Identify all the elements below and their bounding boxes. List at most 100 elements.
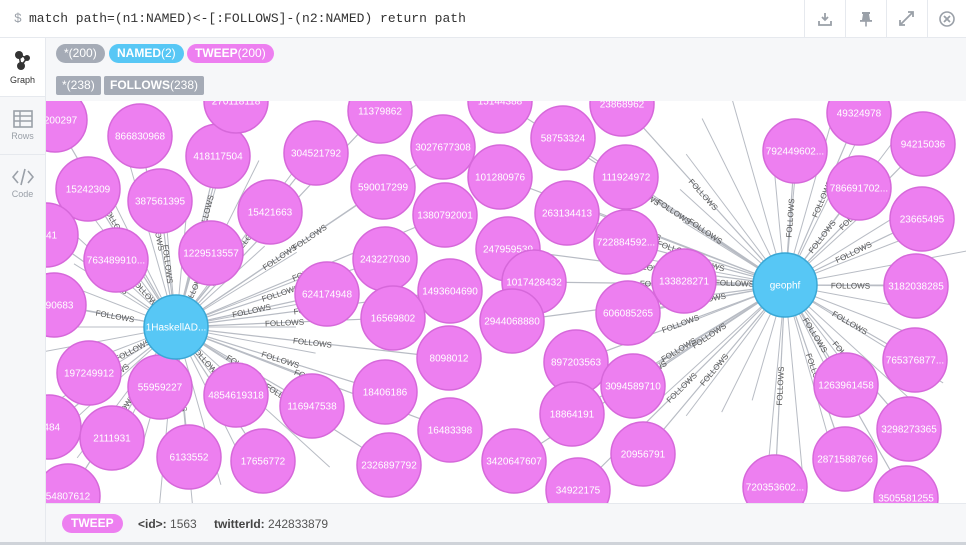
node-circle[interactable] bbox=[882, 327, 948, 393]
tweep-node[interactable]: 55959227 bbox=[127, 354, 193, 420]
tweep-node[interactable]: 418117504 bbox=[185, 123, 251, 189]
node-circle[interactable] bbox=[83, 227, 149, 293]
node-circle[interactable] bbox=[539, 381, 605, 447]
node-circle[interactable] bbox=[279, 373, 345, 439]
node-circle[interactable] bbox=[352, 359, 418, 425]
node-circle[interactable] bbox=[600, 353, 666, 419]
node-circle[interactable] bbox=[889, 186, 955, 252]
sidebar-item-graph[interactable]: Graph bbox=[0, 38, 45, 96]
tweep-node[interactable]: 16483398 bbox=[417, 397, 483, 463]
tweep-node[interactable]: 2111931 bbox=[79, 405, 145, 471]
tweep-node[interactable]: 606085265 bbox=[595, 280, 661, 346]
tweep-node[interactable]: 54807612 bbox=[46, 463, 101, 503]
node-circle[interactable] bbox=[742, 454, 808, 503]
node-circle[interactable] bbox=[203, 362, 269, 428]
node-circle[interactable] bbox=[876, 396, 942, 462]
tweep-node[interactable]: 17656772 bbox=[230, 428, 296, 494]
node-circle[interactable] bbox=[127, 168, 193, 234]
node-circle[interactable] bbox=[46, 394, 82, 460]
named-node[interactable]: geophf bbox=[752, 252, 818, 318]
relationship-edge[interactable] bbox=[575, 284, 786, 363]
tweep-node[interactable]: 14200297 bbox=[46, 101, 88, 153]
tweep-node[interactable]: 2326897792 bbox=[356, 432, 422, 498]
relationship-edge[interactable] bbox=[774, 284, 786, 488]
tweep-node[interactable]: 23665495 bbox=[889, 186, 955, 252]
tweep-node[interactable]: 3490683 bbox=[46, 272, 87, 338]
tweep-node[interactable]: 7484 bbox=[46, 394, 82, 460]
node-circle[interactable] bbox=[589, 101, 655, 137]
tweep-node[interactable]: 94215036 bbox=[890, 111, 956, 177]
node-circle[interactable] bbox=[412, 182, 478, 248]
tweep-node[interactable]: 116947538 bbox=[279, 373, 345, 439]
expand-button[interactable] bbox=[886, 0, 926, 37]
tweep-node[interactable]: 15242309 bbox=[55, 156, 121, 222]
pin-button[interactable] bbox=[845, 0, 885, 37]
label-pill-all[interactable]: *(200) bbox=[56, 44, 105, 63]
tweep-node[interactable]: 58753324 bbox=[530, 105, 596, 171]
node-circle[interactable] bbox=[813, 352, 879, 418]
tweep-node[interactable]: 720353602... bbox=[742, 454, 808, 503]
node-circle[interactable] bbox=[46, 463, 101, 503]
tweep-node[interactable]: 49324978 bbox=[826, 101, 892, 146]
node-circle[interactable] bbox=[283, 120, 349, 186]
tweep-node[interactable]: 8098012 bbox=[416, 325, 482, 391]
relationship-edge[interactable] bbox=[175, 186, 384, 328]
node-circle[interactable] bbox=[143, 294, 209, 360]
node-circle[interactable] bbox=[534, 180, 600, 246]
tweep-node[interactable]: 18864191 bbox=[539, 381, 605, 447]
tweep-node[interactable]: 792449602... bbox=[762, 118, 828, 184]
node-circle[interactable] bbox=[593, 144, 659, 210]
node-circle[interactable] bbox=[890, 111, 956, 177]
tweep-node[interactable]: 1380792001 bbox=[412, 182, 478, 248]
node-circle[interactable] bbox=[356, 432, 422, 498]
status-label-pill[interactable]: TWEEP bbox=[62, 514, 123, 533]
node-circle[interactable] bbox=[79, 405, 145, 471]
node-circle[interactable] bbox=[107, 103, 173, 169]
relationship-edge[interactable] bbox=[175, 317, 394, 328]
tweep-node[interactable]: 4854619318 bbox=[203, 362, 269, 428]
tweep-node[interactable]: 3182038285 bbox=[883, 253, 949, 319]
tweep-node[interactable]: 3298273365 bbox=[876, 396, 942, 462]
tweep-node[interactable]: 866830968 bbox=[107, 103, 173, 169]
tweep-node[interactable]: 243227030 bbox=[352, 226, 418, 292]
tweep-node[interactable]: 1263961458 bbox=[813, 352, 879, 418]
node-circle[interactable] bbox=[46, 202, 79, 268]
rel-pill-all[interactable]: *(238) bbox=[56, 76, 101, 95]
relationship-edge[interactable] bbox=[175, 326, 450, 359]
node-circle[interactable] bbox=[595, 280, 661, 346]
tweep-node[interactable]: 387561395 bbox=[127, 168, 193, 234]
relationship-edge[interactable] bbox=[621, 103, 786, 286]
node-circle[interactable] bbox=[762, 118, 828, 184]
tweep-node[interactable]: 16569802 bbox=[360, 285, 426, 351]
node-circle[interactable] bbox=[237, 179, 303, 245]
node-circle[interactable] bbox=[410, 114, 476, 180]
tweep-node[interactable]: 6133552 bbox=[156, 424, 222, 490]
relationship-edge[interactable] bbox=[175, 326, 386, 393]
node-circle[interactable] bbox=[350, 154, 416, 220]
node-circle[interactable] bbox=[545, 457, 611, 503]
relationship-edge[interactable] bbox=[728, 101, 786, 286]
tweep-node[interactable]: 15144388 bbox=[467, 101, 533, 134]
close-button[interactable] bbox=[927, 0, 966, 37]
node-circle[interactable] bbox=[883, 253, 949, 319]
relationship-edge[interactable] bbox=[642, 284, 786, 455]
node-circle[interactable] bbox=[416, 325, 482, 391]
node-circle[interactable] bbox=[826, 101, 892, 146]
node-circle[interactable] bbox=[826, 155, 892, 221]
node-circle[interactable] bbox=[360, 285, 426, 351]
node-circle[interactable] bbox=[752, 252, 818, 318]
named-node[interactable]: 1HaskellAD... bbox=[143, 294, 209, 360]
node-circle[interactable] bbox=[481, 428, 547, 494]
node-circle[interactable] bbox=[651, 248, 717, 314]
label-pill-tweep[interactable]: TWEEP(200) bbox=[187, 44, 274, 63]
tweep-node[interactable]: 270118118 bbox=[203, 101, 269, 134]
tweep-node[interactable]: 1493604690 bbox=[417, 258, 483, 324]
tweep-node[interactable]: 590017299 bbox=[350, 154, 416, 220]
tweep-node[interactable]: 624174948 bbox=[294, 261, 360, 327]
relationship-edge[interactable] bbox=[175, 258, 386, 328]
tweep-node[interactable]: 765376877... bbox=[882, 327, 948, 393]
tweep-node[interactable]: 23868962 bbox=[589, 101, 655, 137]
node-circle[interactable] bbox=[230, 428, 296, 494]
